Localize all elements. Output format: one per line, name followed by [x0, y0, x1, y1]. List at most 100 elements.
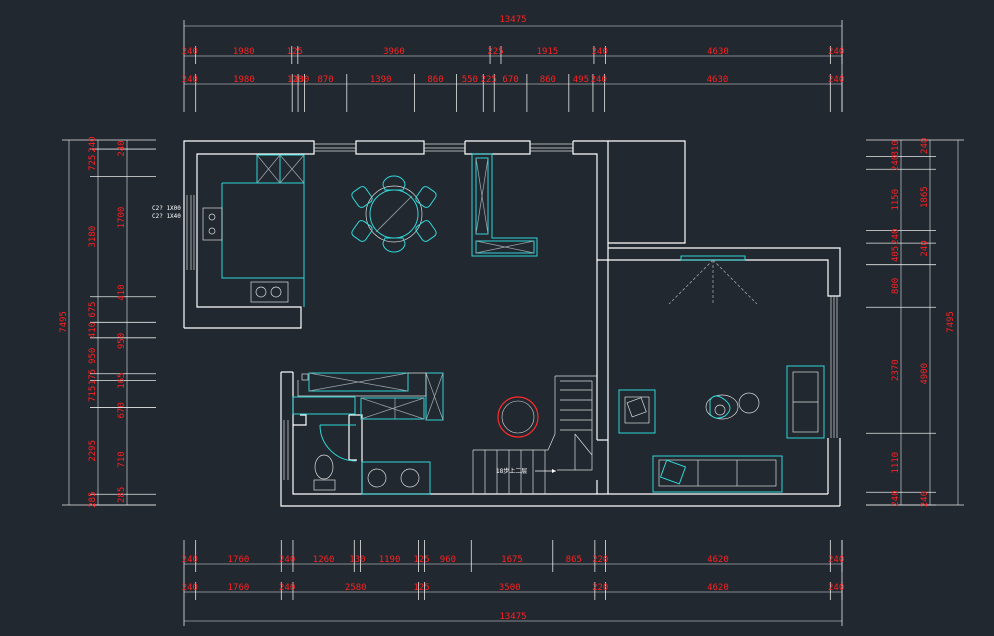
sofa-bottom-icon: [652, 455, 783, 493]
sofa-right-icon: [786, 365, 825, 439]
dimension-value: 950: [117, 333, 127, 349]
dimension-value: 670: [117, 402, 127, 418]
top-dimension-chain: 13475 240 1980 125 3960 225 1915 240 4630 240 24…: [182, 15, 844, 112]
dimension-value: 220: [592, 583, 608, 593]
top-total-dim: 13475: [499, 15, 526, 25]
dimension-value: 285: [88, 491, 98, 507]
dimension-value: 130: [293, 75, 309, 85]
dimension-value: 865: [566, 555, 582, 565]
dimension-value: 225: [481, 75, 497, 85]
right-total-dim: 7495: [946, 311, 956, 333]
arrow-head-icon: [552, 469, 556, 473]
living-room: [618, 255, 825, 493]
dimension-value: 1390: [370, 75, 392, 85]
dimension-value: 1110: [891, 452, 901, 474]
dimension-value: 1865: [920, 186, 930, 208]
dimension-value: 240: [891, 490, 901, 506]
dimension-value: 550: [462, 75, 478, 85]
dining-cabinet: [471, 153, 538, 257]
round-table: [497, 396, 539, 438]
dimension-value: 240: [828, 47, 844, 57]
dimension-value: 2370: [891, 359, 901, 381]
dimension-value: 240: [920, 138, 930, 154]
dimension-value: 960: [440, 555, 456, 565]
dimension-value: 1980: [233, 47, 255, 57]
dimension-value: 125: [287, 47, 303, 57]
dimension-value: 3180: [88, 226, 98, 248]
dimension-value: 2580: [345, 583, 367, 593]
storage-cabinets: [292, 372, 444, 421]
dimension-value: 4630: [707, 75, 729, 85]
stove-icon: [250, 281, 289, 303]
dimension-value: 670: [502, 75, 518, 85]
dimension-value: 410: [117, 284, 127, 300]
dimension-value: 950: [88, 348, 98, 364]
dimension-value: 240: [88, 136, 98, 152]
dimension-value: 3960: [383, 47, 405, 57]
dimension-value: 240: [591, 75, 607, 85]
kitchen-note-2: C2? 1X40: [152, 213, 181, 220]
dimension-value: 240: [279, 555, 295, 565]
dimension-value: 1915: [537, 47, 559, 57]
dimension-value: 130: [349, 555, 365, 565]
dimension-value: 240: [182, 75, 198, 85]
dimension-value: 4620: [707, 555, 729, 565]
dimension-value: 710: [117, 451, 127, 467]
dimension-value: 240: [828, 583, 844, 593]
dimension-value: 125: [413, 555, 429, 565]
dimension-value: 240: [891, 155, 901, 171]
dimension-value: 2295: [88, 440, 98, 462]
dimension-value: 860: [540, 75, 556, 85]
dimension-value: 870: [317, 75, 333, 85]
dimension-value: 165: [117, 373, 127, 389]
dimension-value: 860: [427, 75, 443, 85]
dimension-value: 240: [920, 240, 930, 256]
dimension-value: 1675: [501, 555, 523, 565]
dimension-value: 1760: [228, 555, 250, 565]
dining-chair-icon: [351, 175, 437, 253]
dimension-value: 715: [88, 386, 98, 402]
kitchen-counter: C2? 1X00 C2? 1X40: [152, 154, 305, 307]
dimension-value: 175: [88, 369, 98, 385]
sink-icon: [202, 207, 223, 241]
dimension-value: 240: [891, 229, 901, 245]
coffee-table-icon: [705, 392, 760, 420]
dimension-value: 240: [828, 555, 844, 565]
dimension-value: 405: [891, 246, 901, 262]
dimension-value: 410: [88, 322, 98, 338]
left-total-dim: 7495: [59, 311, 69, 333]
dimension-value: 1150: [891, 189, 901, 211]
dimension-value: 4900: [920, 363, 930, 385]
dimension-value: 1260: [313, 555, 335, 565]
bathroom: [313, 424, 431, 495]
sofa-single-icon: [618, 389, 656, 434]
dimension-value: 310: [891, 140, 901, 156]
dimension-value: 220: [592, 555, 608, 565]
dimension-value: 1190: [379, 555, 401, 565]
walls: [183, 140, 841, 507]
dimension-value: 675: [88, 301, 98, 317]
dimension-value: 240: [828, 75, 844, 85]
dimension-value: 725: [88, 155, 98, 171]
dimension-value: 240: [279, 583, 295, 593]
dimension-value: 240: [117, 140, 127, 156]
dimension-value: 120: [287, 75, 303, 85]
dimension-value: 1760: [228, 583, 250, 593]
toilet-icon: [314, 454, 334, 480]
dimension-value: 4620: [707, 583, 729, 593]
dimension-value: 800: [891, 278, 901, 294]
bottom-dimension-chain: 13475 240 1760 240 1260 130 1190 125 960 1675 865…: [182, 540, 844, 626]
dimension-value: 225: [487, 47, 503, 57]
dimension-value: 4630: [707, 47, 729, 57]
stair-note: 18步上二层: [496, 467, 527, 475]
dimension-value: 495: [573, 75, 589, 85]
windows: [186, 143, 838, 480]
bottom-total-dim: 13475: [499, 612, 526, 622]
dimension-value: 125: [413, 583, 429, 593]
dimension-value: 240: [592, 47, 608, 57]
dimension-value: 3500: [499, 583, 521, 593]
vanity-icon: [361, 461, 431, 495]
